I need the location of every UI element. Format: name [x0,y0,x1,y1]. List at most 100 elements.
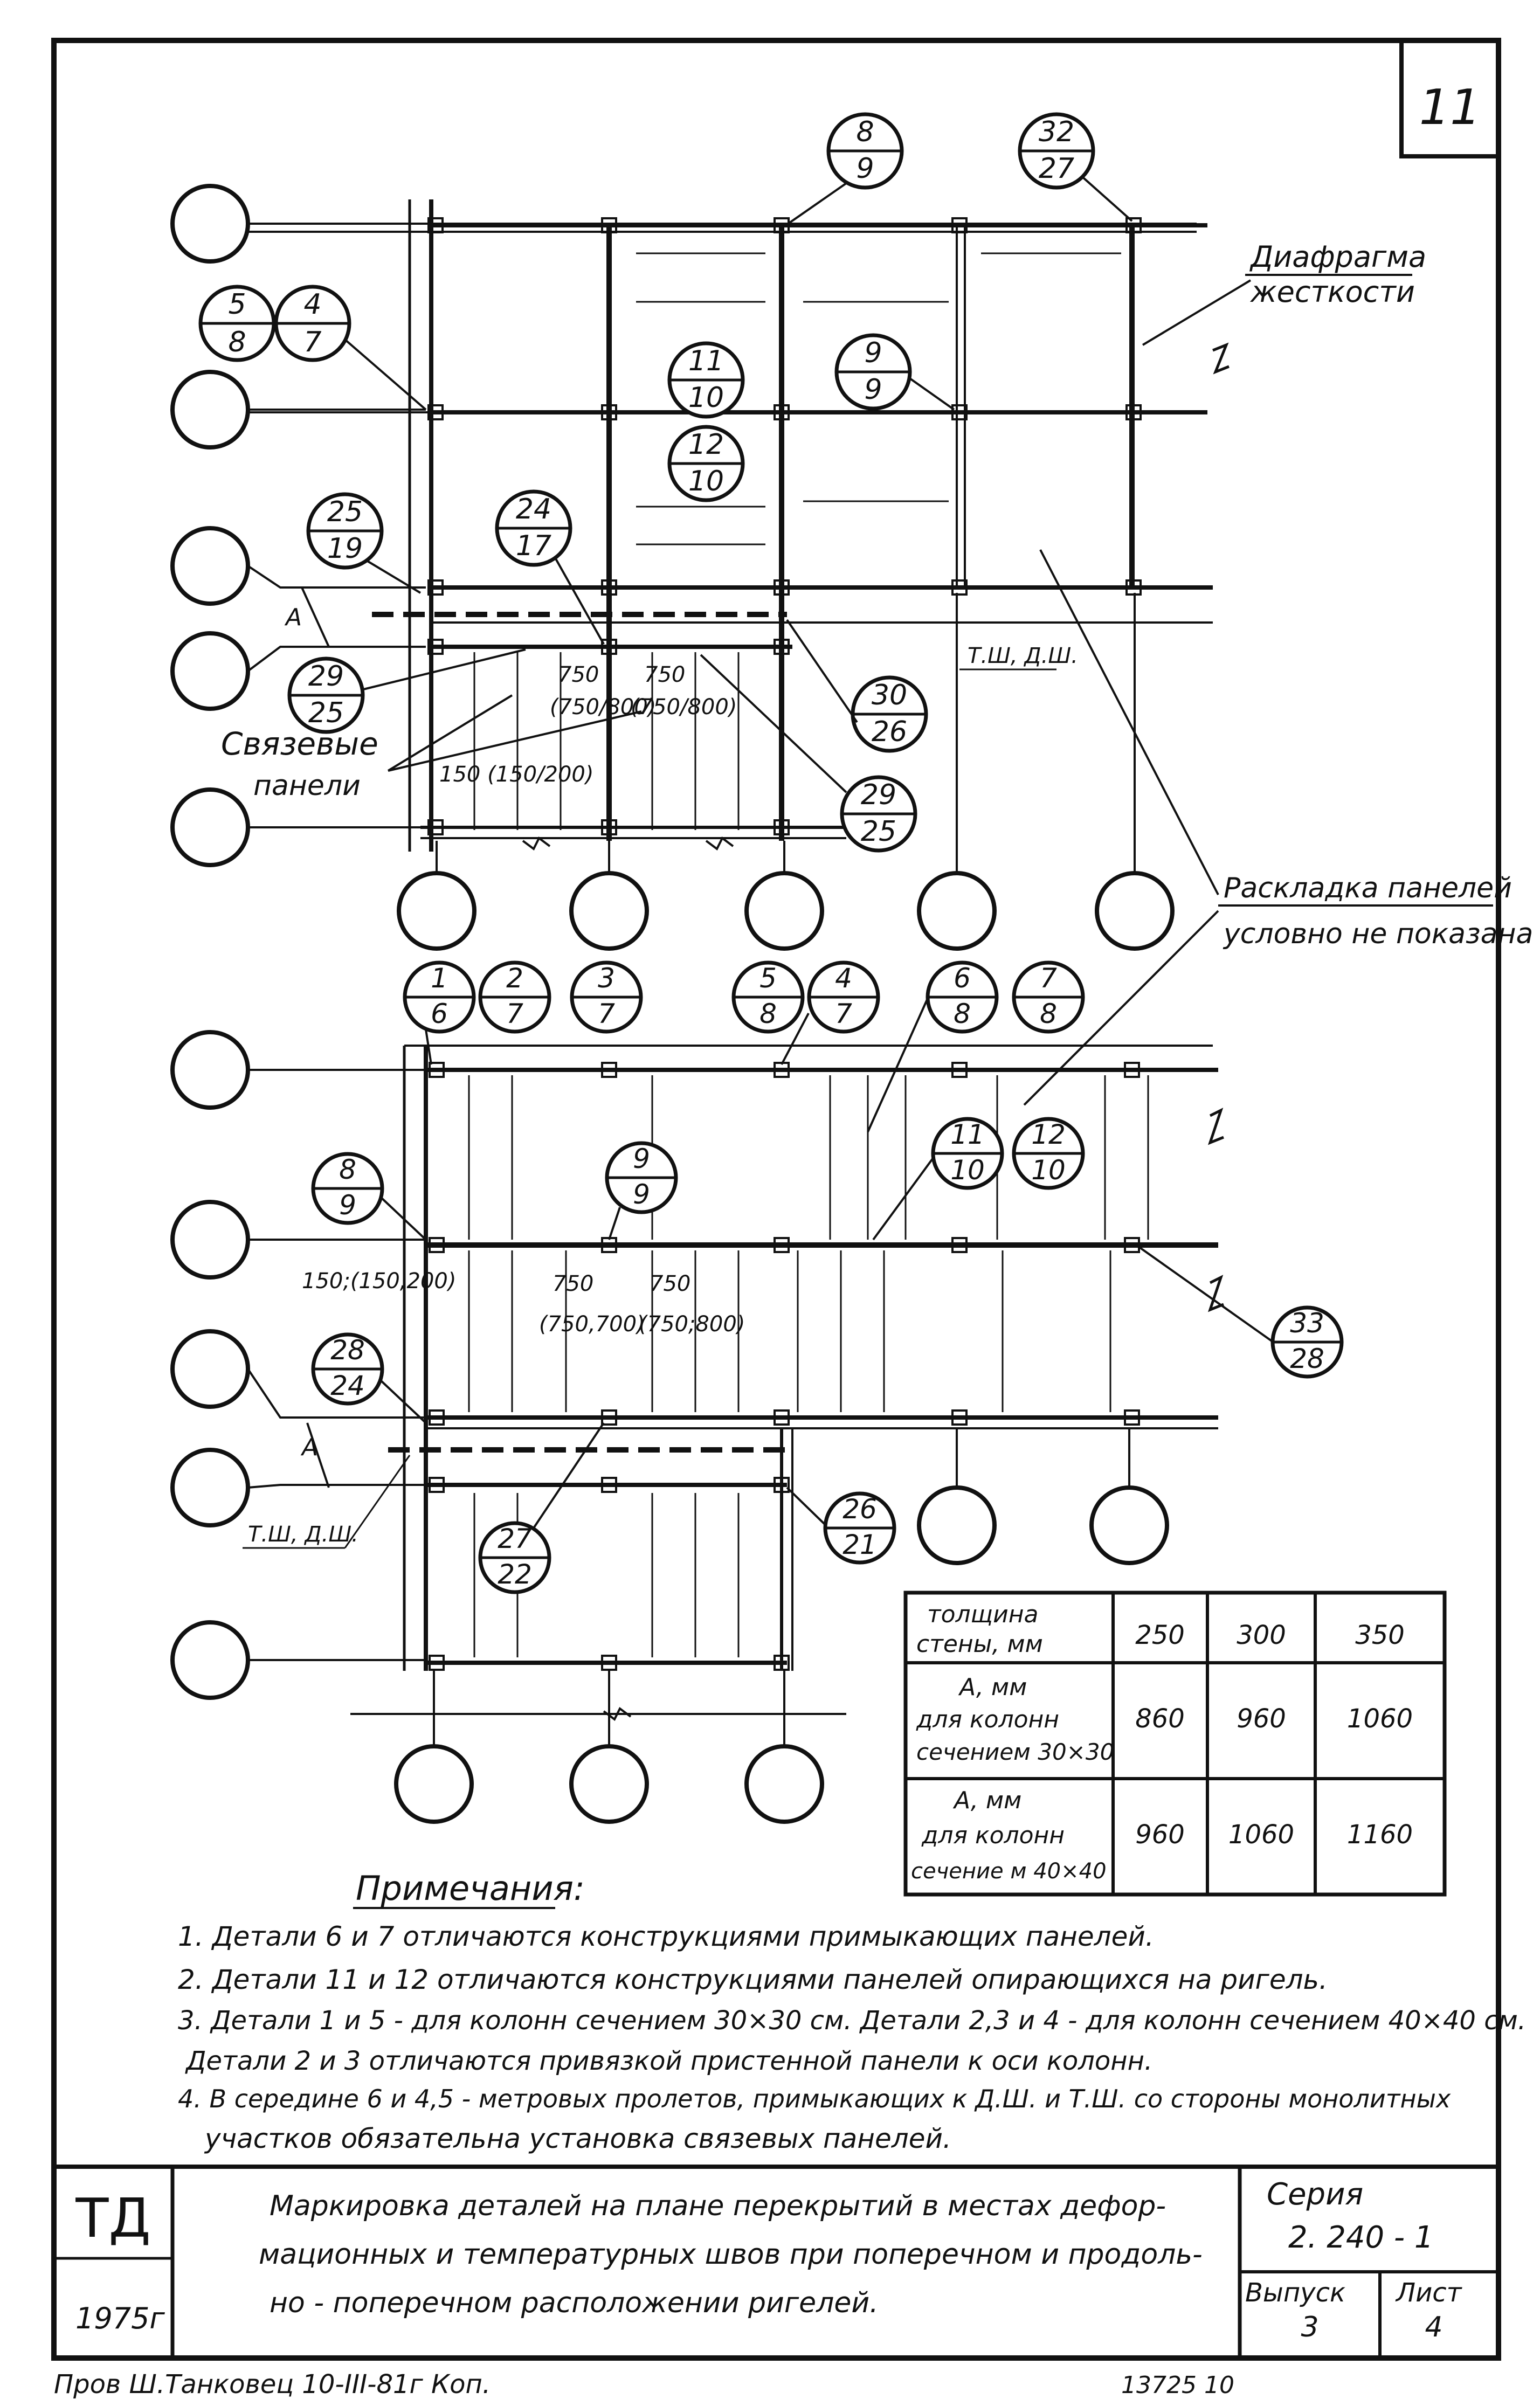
svg-text:Серия: Серия [1267,2177,1363,2212]
title-desc-3: но - поперечном расположении ригелей. [270,2287,879,2319]
svg-text:A, мм: A, мм [952,1787,1021,1814]
svg-text:17: 17 [516,530,551,562]
axis-circle [170,1200,250,1280]
svg-text:7: 7 [506,998,523,1029]
tsh-dsh-top: Т.Ш, Д.Ш. [968,644,1078,668]
axis-circle [170,1030,250,1110]
svg-text:3: 3 [598,963,615,994]
detail-marker: 12 10 [1012,1117,1085,1190]
svg-text:для колонн: для колонн [921,1822,1065,1849]
axis-circle [170,1448,250,1527]
svg-text:24: 24 [516,493,551,526]
detail-marker: 7 8 [1012,960,1085,1034]
svg-text:сечение м 40×40: сечение м 40×40 [911,1859,1107,1884]
detail-marker: 4 7 [274,285,351,362]
axis-circle [569,871,649,951]
svg-text:9: 9 [856,153,874,185]
svg-text:4: 4 [1425,2311,1442,2343]
svg-text:350: 350 [1355,1620,1405,1650]
title-desc-1: Маркировка деталей на плане перекрытий в… [270,2190,1166,2222]
svg-text:27: 27 [1039,153,1074,185]
axis-circle [744,871,824,951]
axis-circle [1089,1485,1169,1565]
svg-text:7: 7 [598,998,615,1029]
detail-marker: 26 21 [823,1491,896,1565]
diaphragm-label-2: жесткости [1249,275,1415,309]
sheet-number-box: 11 [1399,40,1498,158]
axis-circle [917,871,997,951]
detail-marker: 24 17 [495,489,572,567]
detail-marker: 12 10 [667,425,745,502]
svg-text:6: 6 [954,963,971,994]
axis-bubbles-bottom-left [170,1030,250,1700]
axis-circle [1095,871,1175,951]
svg-text:сечением 30×30: сечением 30×30 [916,1739,1114,1765]
detail-marker: 2 7 [478,960,551,1034]
svyaz-label-2: панели [253,770,361,802]
svg-text:30: 30 [872,679,907,711]
detail-marker: 8 9 [826,112,904,190]
svg-text:8: 8 [759,998,777,1029]
axis-circle [170,526,250,606]
svg-text:750: 750 [553,1271,593,1296]
top-markers: 8 9 32 27 5 8 4 7 11 [198,112,1133,853]
svyaz-label-1: Связевые [221,725,378,762]
detail-marker: 5 8 [731,960,805,1034]
title-block-text: ТД 1975г Маркировка деталей на плане пер… [75,2177,1462,2343]
notes-title: Примечания: [356,1869,585,1908]
axis-circle [170,1620,250,1700]
detail-marker: 29 25 [840,775,917,853]
svg-text:12: 12 [688,428,724,461]
note-2: 2. Детали 11 и 12 отличаются конструкция… [178,1964,1328,1995]
axis-circle [170,631,250,711]
top-labels: Диафрагма жесткости Т.Ш, Д.Ш. Связевые п… [221,240,1533,1106]
year: 1975г [75,2301,165,2335]
axis-circle [170,787,250,867]
footer-right: 13725 10 [1121,2372,1234,2399]
detail-marker: 30 26 [851,675,928,753]
svg-text:10: 10 [950,1154,985,1186]
detail-marker: 32 27 [1018,112,1095,190]
layout-label-1: Раскладка панелей [1224,872,1512,904]
footer-left: Пров Ш.Танковец 10-III-81г Коп. [54,2369,491,2400]
svg-text:27: 27 [498,1523,532,1554]
detail-marker: 11 10 [931,1117,1004,1190]
svg-text:Выпуск: Выпуск [1245,2278,1345,2308]
svg-text:19: 19 [327,533,363,565]
detail-marker: 25 19 [306,492,384,570]
detail-marker: 27 22 [478,1521,551,1594]
axis-circle [170,184,250,264]
axis-circle [170,1329,250,1409]
axis-circle [744,1744,824,1824]
svg-text:3: 3 [1301,2311,1318,2343]
note-1: 1. Детали 6 и 7 отличаются конструкциями… [178,1921,1154,1952]
title-block [54,2165,1498,2358]
detail-marker: 33 28 [1270,1305,1344,1379]
svg-text:150 (150/200): 150 (150/200) [439,762,593,787]
svg-text:1: 1 [431,963,448,994]
svg-text:7: 7 [1040,963,1057,994]
svg-text:1160: 1160 [1347,1820,1413,1850]
svg-text:26: 26 [842,1494,877,1525]
detail-marker: 3 7 [570,960,643,1034]
svg-text:(750,700): (750,700) [539,1312,645,1337]
axis-circle [394,1744,474,1824]
svg-text:2: 2 [506,963,523,994]
detail-marker: 9 9 [834,333,912,411]
axis-bubbles-bottom-right [394,1485,1169,1824]
svg-text:25: 25 [327,496,363,528]
svg-text:29: 29 [861,779,896,811]
sheet-frame [51,38,1501,2361]
svg-text:(750;800): (750;800) [639,1312,745,1337]
axis-circle [397,871,476,951]
svg-text:12: 12 [1031,1119,1066,1150]
svg-text:21: 21 [842,1529,877,1560]
bottom-markers: 1 6 2 7 3 7 5 8 4 7 [311,960,1344,1594]
note-3b: Детали 2 и 3 отличаются привязкой присте… [185,2046,1152,2076]
svg-text:28: 28 [1290,1343,1324,1374]
axis-circle [569,1744,649,1824]
svg-text:9: 9 [864,374,882,406]
svg-text:960: 960 [1135,1820,1185,1850]
detail-marker: 4 7 [807,960,880,1034]
svg-text:(750/800): (750/800) [631,695,737,720]
